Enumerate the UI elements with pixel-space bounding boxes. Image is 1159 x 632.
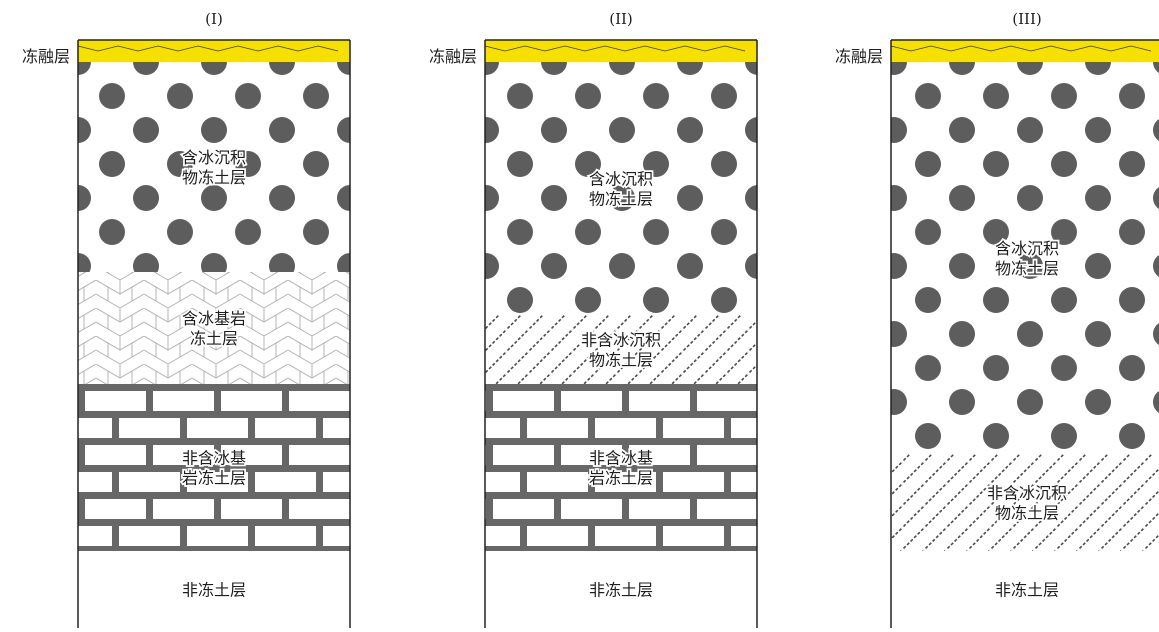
layer-label: 物冻土层	[995, 504, 1059, 523]
thaw-crack-line	[890, 45, 1152, 52]
layer-label: 物冻土层	[589, 351, 653, 370]
layer-label: 含冰基岩	[182, 309, 246, 328]
layer-label: 物冻土层	[995, 259, 1059, 278]
non-permafrost-layer: 非冻土层	[485, 551, 757, 628]
thaw-layer	[484, 40, 757, 62]
layer-label: 非冻土层	[182, 581, 246, 600]
thaw-layer	[890, 40, 1159, 62]
layer-label: 含冰沉积	[589, 170, 653, 189]
layer-label: 含冰沉积	[182, 148, 246, 167]
thaw-layer-label: 冻融层	[835, 47, 883, 66]
layer-label: 非含冰基	[182, 449, 246, 468]
layer-label: 物冻土层	[182, 168, 246, 187]
column-heading: (III)	[1012, 10, 1041, 28]
thaw-layer	[77, 40, 350, 62]
columns-group: (I)冻融层含冰沉积物冻土层含冰基岩冻土层非含冰基岩冻土层非冻土层(II)冻融层…	[22, 10, 1159, 628]
thaw-crack-line	[484, 45, 746, 52]
layer-label: 非含冰沉积	[581, 331, 661, 350]
layer-label: 非含冰基	[589, 449, 653, 468]
layer-label: 物冻土层	[589, 190, 653, 209]
thaw-crack-line	[77, 45, 339, 52]
layer-label: 非冻土层	[589, 581, 653, 600]
layer-label: 非冻土层	[995, 581, 1059, 600]
non-permafrost-layer: 非冻土层	[891, 551, 1159, 628]
layer-label: 冻土层	[190, 329, 238, 348]
non-permafrost-layer: 非冻土层	[78, 551, 350, 628]
layer-label: 含冰沉积	[995, 239, 1059, 258]
thaw-layer-label: 冻融层	[22, 47, 70, 66]
thaw-layer-label: 冻融层	[429, 47, 477, 66]
layer-label: 岩冻土层	[589, 469, 653, 488]
column-heading: (II)	[609, 10, 633, 28]
layer-label: 非含冰沉积	[987, 484, 1067, 503]
layer-label: 岩冻土层	[182, 469, 246, 488]
column-heading: (I)	[205, 10, 223, 28]
